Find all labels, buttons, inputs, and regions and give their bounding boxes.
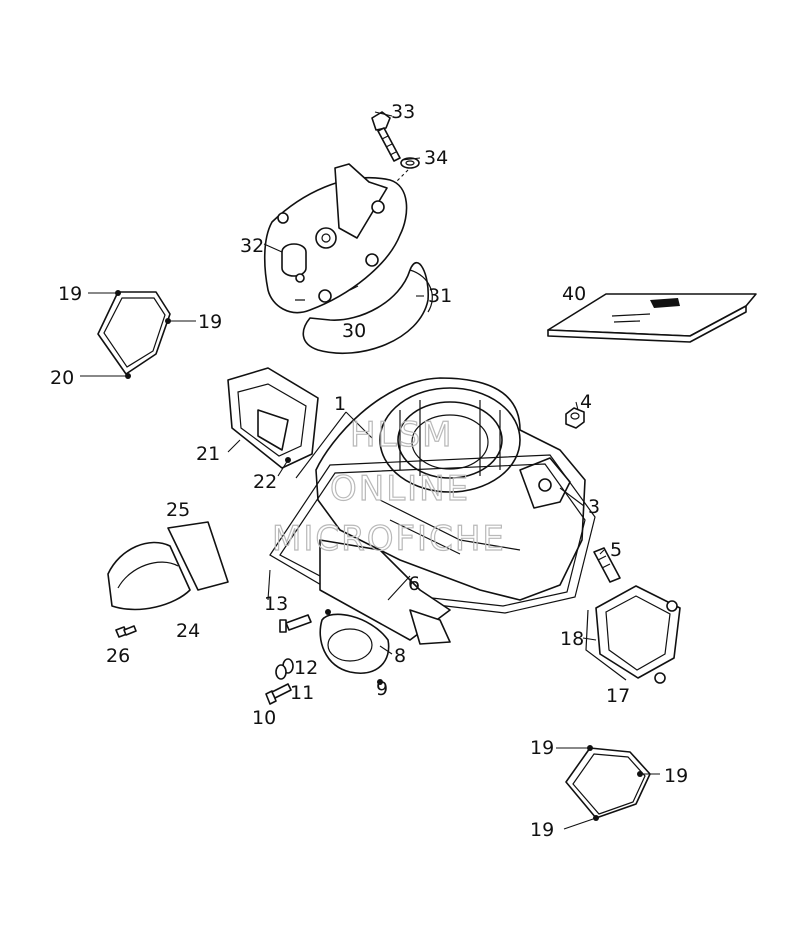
- label-5: 5: [610, 539, 622, 561]
- label-22: 22: [253, 471, 277, 493]
- label-21: 21: [196, 443, 220, 465]
- label-19-e: 19: [530, 819, 554, 841]
- part-labels: 33 34 32 31 30 40 19 19 20 1 4 21 22 3 2…: [50, 101, 688, 841]
- label-20: 20: [50, 367, 74, 389]
- owners-manual: [547, 293, 757, 343]
- label-18: 18: [560, 628, 584, 650]
- label-6: 6: [408, 573, 420, 595]
- watermark-line-3: MICROFICHE: [272, 519, 506, 559]
- label-13: 13: [264, 593, 288, 615]
- label-19-a: 19: [58, 283, 82, 305]
- cover-gasket-right: [565, 745, 651, 821]
- label-12: 12: [294, 657, 318, 679]
- head-orings: [302, 262, 433, 354]
- label-17: 17: [606, 685, 630, 707]
- label-19-b: 19: [198, 311, 222, 333]
- flange-bolt: [279, 614, 312, 633]
- cylinder-head: [263, 163, 408, 314]
- label-9: 9: [376, 678, 388, 700]
- watermark-line-2: ONLINE: [330, 469, 470, 509]
- label-34: 34: [424, 147, 448, 169]
- intake-flange: [319, 539, 451, 685]
- watermark: HLSM ONLINE MICROFICHE: [271, 414, 506, 559]
- label-19-d: 19: [664, 765, 688, 787]
- label-8: 8: [394, 645, 406, 667]
- label-19-c: 19: [530, 737, 554, 759]
- exhaust-cover: [585, 585, 681, 684]
- label-11: 11: [290, 682, 314, 704]
- label-3: 3: [588, 496, 600, 518]
- label-1: 1: [334, 393, 346, 415]
- flange-washers: [265, 658, 294, 705]
- head-washer: [394, 157, 420, 184]
- leader-lines: [80, 111, 660, 830]
- reed-valve: [227, 367, 319, 469]
- label-10: 10: [252, 707, 276, 729]
- cover-24: [107, 521, 229, 638]
- label-26: 26: [106, 645, 130, 667]
- label-25: 25: [166, 499, 190, 521]
- label-32: 32: [240, 235, 264, 257]
- label-30: 30: [342, 320, 366, 342]
- nut: [565, 407, 585, 429]
- cover-gasket-left: [97, 290, 171, 379]
- label-33: 33: [391, 101, 415, 123]
- label-4: 4: [580, 391, 592, 413]
- label-40: 40: [562, 283, 586, 305]
- label-24: 24: [176, 620, 200, 642]
- watermark-line-1: HLSM: [350, 415, 453, 455]
- stud: [593, 547, 621, 583]
- label-31: 31: [428, 285, 452, 307]
- head-bolt: [371, 111, 401, 162]
